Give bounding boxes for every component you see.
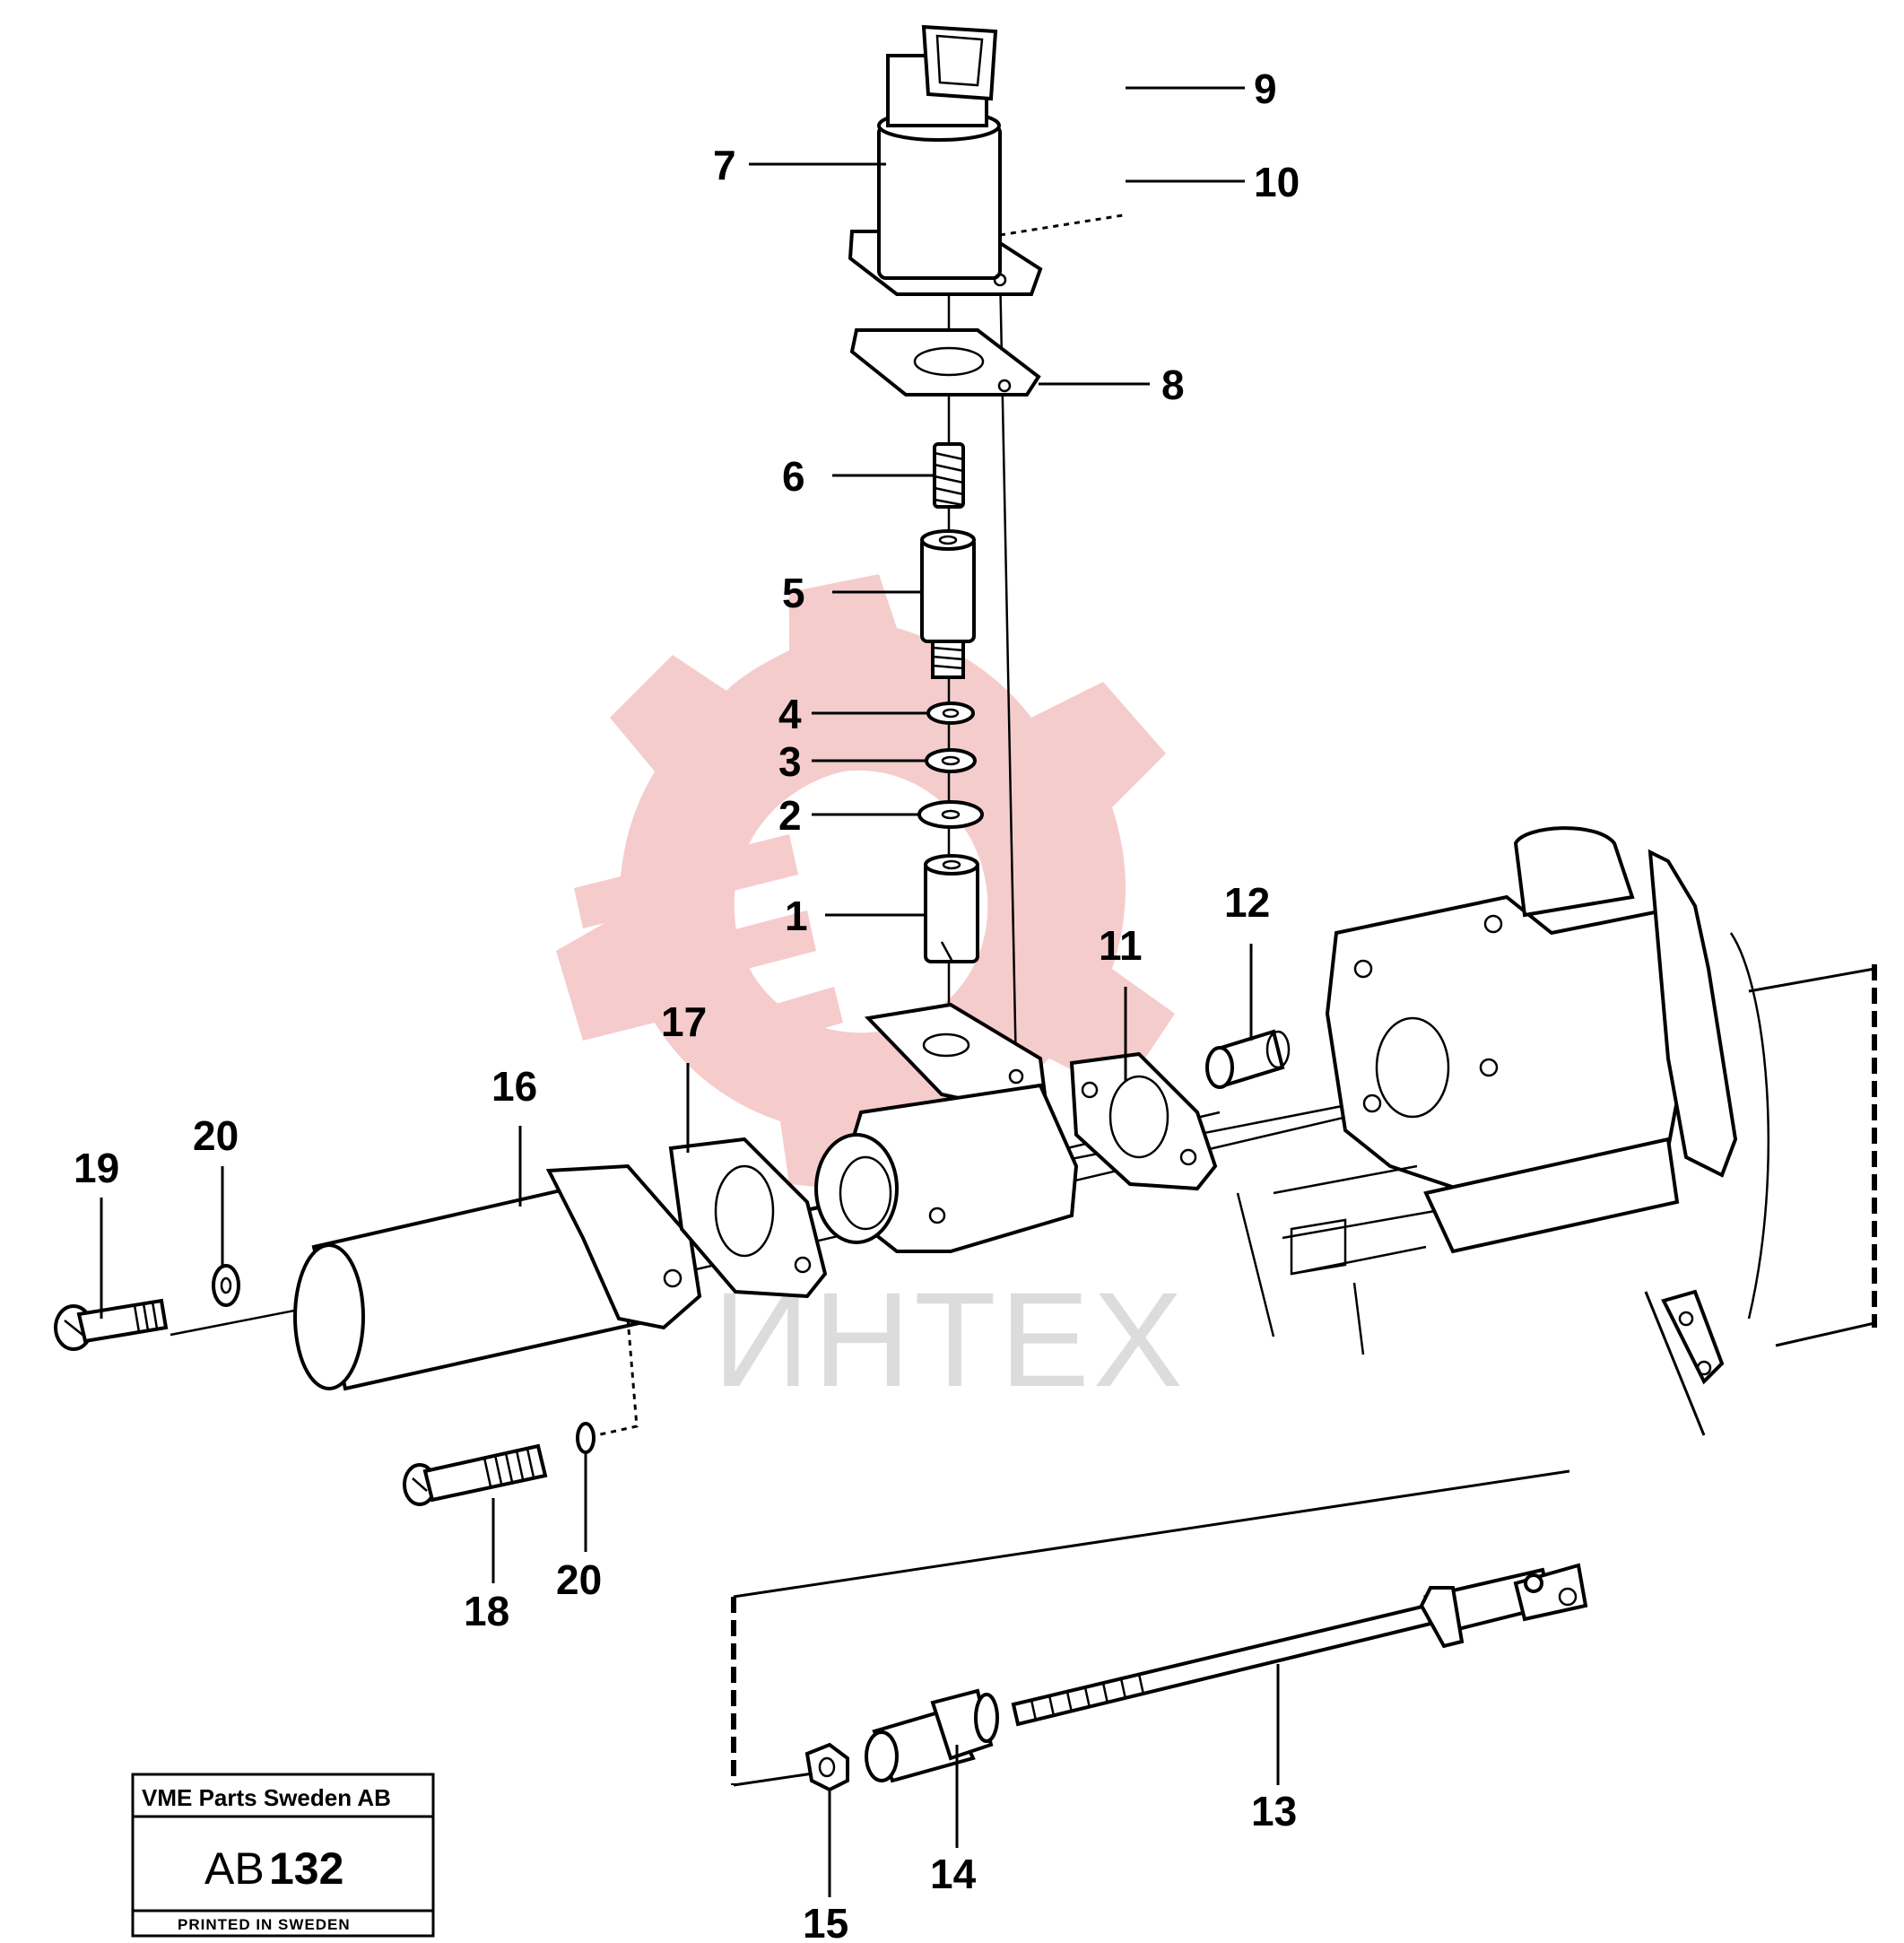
stamp-footer: PRINTED IN SWEDEN bbox=[178, 1916, 351, 1933]
part-bolt-18 bbox=[403, 1443, 548, 1506]
callout-8: 8 bbox=[1161, 362, 1185, 408]
callout-16: 16 bbox=[491, 1063, 537, 1110]
callout-18: 18 bbox=[464, 1588, 509, 1634]
part-washer-20-lower bbox=[576, 1422, 596, 1454]
part-gasket-11 bbox=[1069, 1051, 1218, 1191]
part-washer-4 bbox=[926, 701, 975, 725]
part-cylinder bbox=[293, 1163, 702, 1391]
callout-11: 11 bbox=[1099, 922, 1143, 969]
callout-19: 19 bbox=[74, 1145, 119, 1191]
part-rod-13 bbox=[1011, 1563, 1588, 1727]
stamp-code-prefix: AB bbox=[204, 1843, 265, 1894]
part-sleeve bbox=[924, 854, 979, 963]
stamp-code-number: 132 bbox=[269, 1843, 343, 1894]
part-bolt-19 bbox=[54, 1298, 169, 1351]
callout-13: 13 bbox=[1251, 1788, 1297, 1834]
part-nut-15 bbox=[804, 1742, 849, 1792]
part-washer-20-left bbox=[212, 1264, 240, 1307]
part-spring bbox=[933, 442, 965, 509]
title-stamp: VME Parts Sweden AB AB 132 PRINTED IN SW… bbox=[131, 1773, 435, 1938]
callout-7: 7 bbox=[713, 142, 736, 188]
watermark-stripe-1 bbox=[574, 834, 798, 928]
part-fitting-14 bbox=[865, 1688, 999, 1783]
callout-15: 15 bbox=[803, 1900, 848, 1943]
stamp-company: VME Parts Sweden AB bbox=[142, 1784, 391, 1811]
callout-17: 17 bbox=[661, 998, 707, 1045]
part-pin-12 bbox=[1205, 1029, 1291, 1089]
callout-14: 14 bbox=[930, 1851, 977, 1897]
watermark-stripe-3 bbox=[682, 987, 843, 1067]
part-washer-2 bbox=[917, 800, 984, 829]
part-plunger bbox=[920, 529, 976, 679]
part-gasket bbox=[849, 328, 1041, 396]
callout-2: 2 bbox=[778, 792, 802, 839]
part-housing bbox=[814, 1002, 1079, 1253]
callout-1: 1 bbox=[785, 893, 808, 939]
callout-5: 5 bbox=[782, 570, 805, 616]
linkage-assembly bbox=[731, 1469, 1588, 1792]
part-gasket-17 bbox=[668, 1137, 828, 1299]
leader-lines bbox=[100, 86, 1280, 1897]
horizontal-assembly bbox=[54, 826, 1877, 1506]
callout-9: 9 bbox=[1254, 65, 1277, 112]
callout-12: 12 bbox=[1224, 879, 1270, 926]
callout-20-lower: 20 bbox=[556, 1556, 602, 1603]
callout-6: 6 bbox=[782, 453, 805, 500]
part-solenoid bbox=[848, 24, 1043, 296]
callouts: 1 2 3 4 5 6 7 8 9 10 11 12 13 14 15 16 1… bbox=[74, 65, 1300, 1943]
callout-4: 4 bbox=[778, 691, 802, 737]
watermark-stripe-2 bbox=[619, 911, 816, 1000]
callout-10: 10 bbox=[1254, 159, 1300, 205]
callout-20-left: 20 bbox=[193, 1112, 239, 1159]
part-washer-3 bbox=[925, 748, 977, 773]
part-engine-block bbox=[1236, 826, 1877, 1436]
vertical-stack bbox=[848, 24, 1124, 1073]
callout-3: 3 bbox=[778, 738, 802, 785]
